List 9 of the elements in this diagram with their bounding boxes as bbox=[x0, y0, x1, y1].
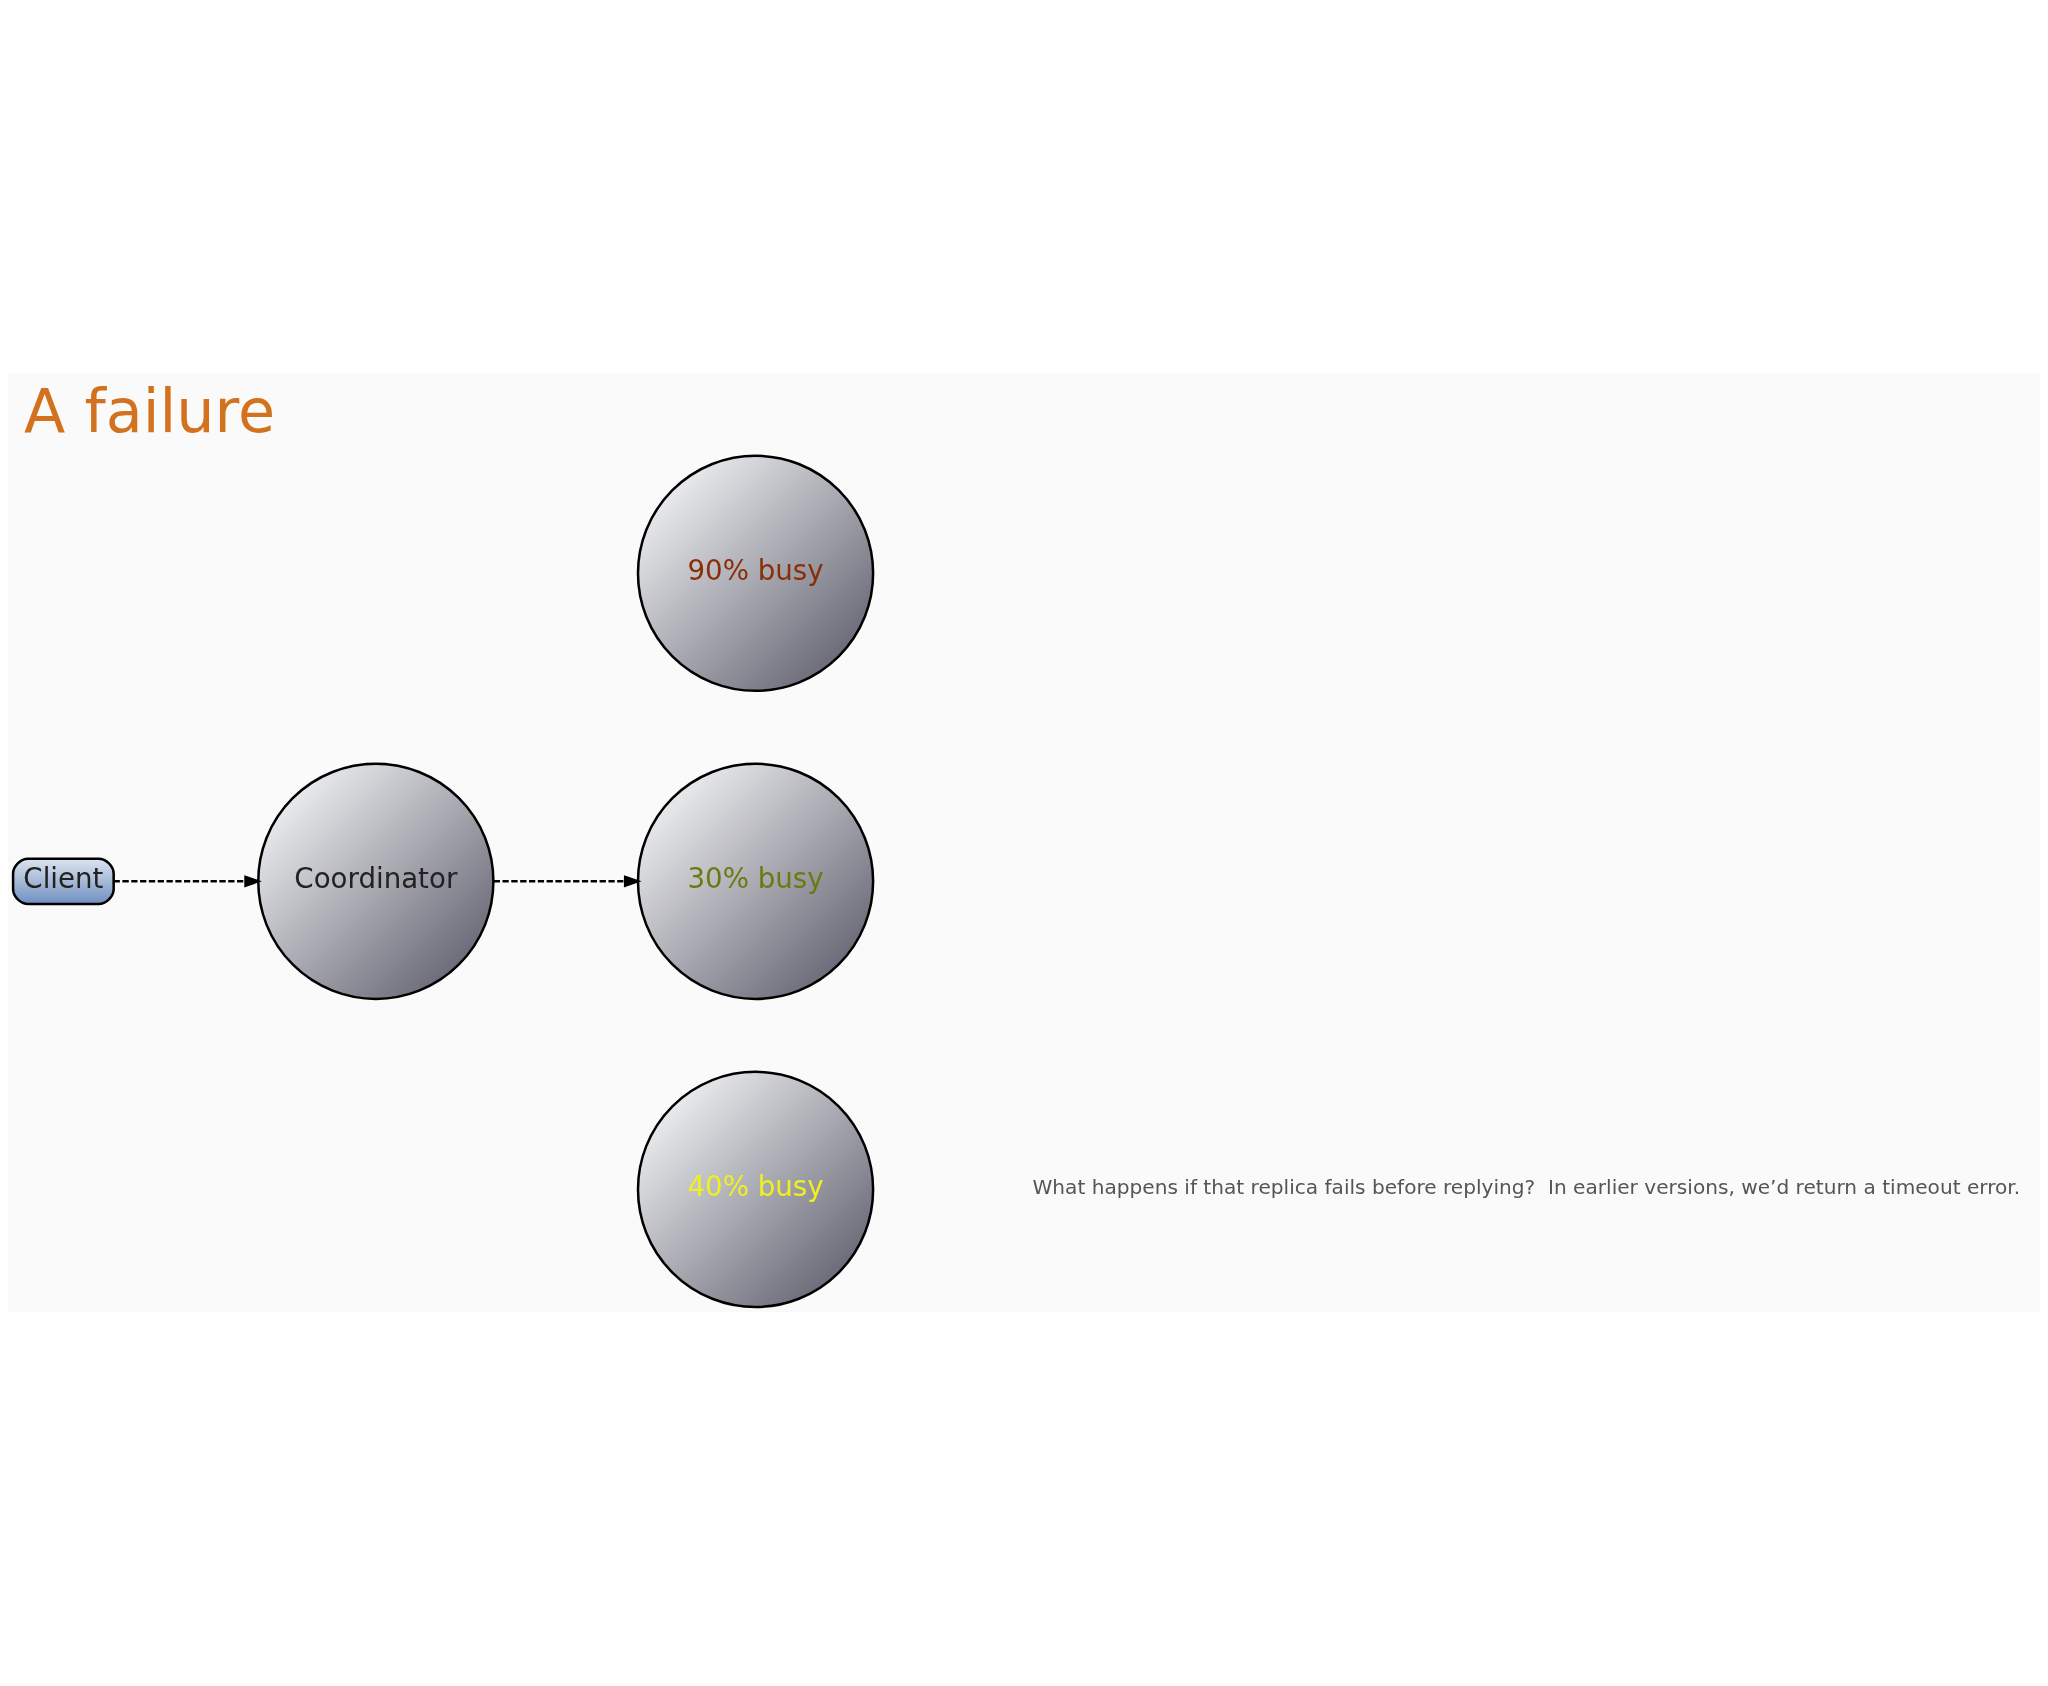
node-box: Client bbox=[11, 857, 115, 906]
node-circle: Coordinator bbox=[257, 762, 495, 1001]
diagram-title: A failure bbox=[23, 376, 276, 447]
node-circle: 40% busy bbox=[636, 1070, 875, 1309]
caption: What happens if that replica fails before replying? In earlier versions, we’d return a timeout error. bbox=[1032, 1175, 2021, 1200]
node-circle: 30% busy bbox=[636, 762, 875, 1001]
node-circle: 90% busy bbox=[636, 454, 875, 693]
arrow bbox=[493, 875, 642, 888]
arrow bbox=[113, 875, 262, 888]
